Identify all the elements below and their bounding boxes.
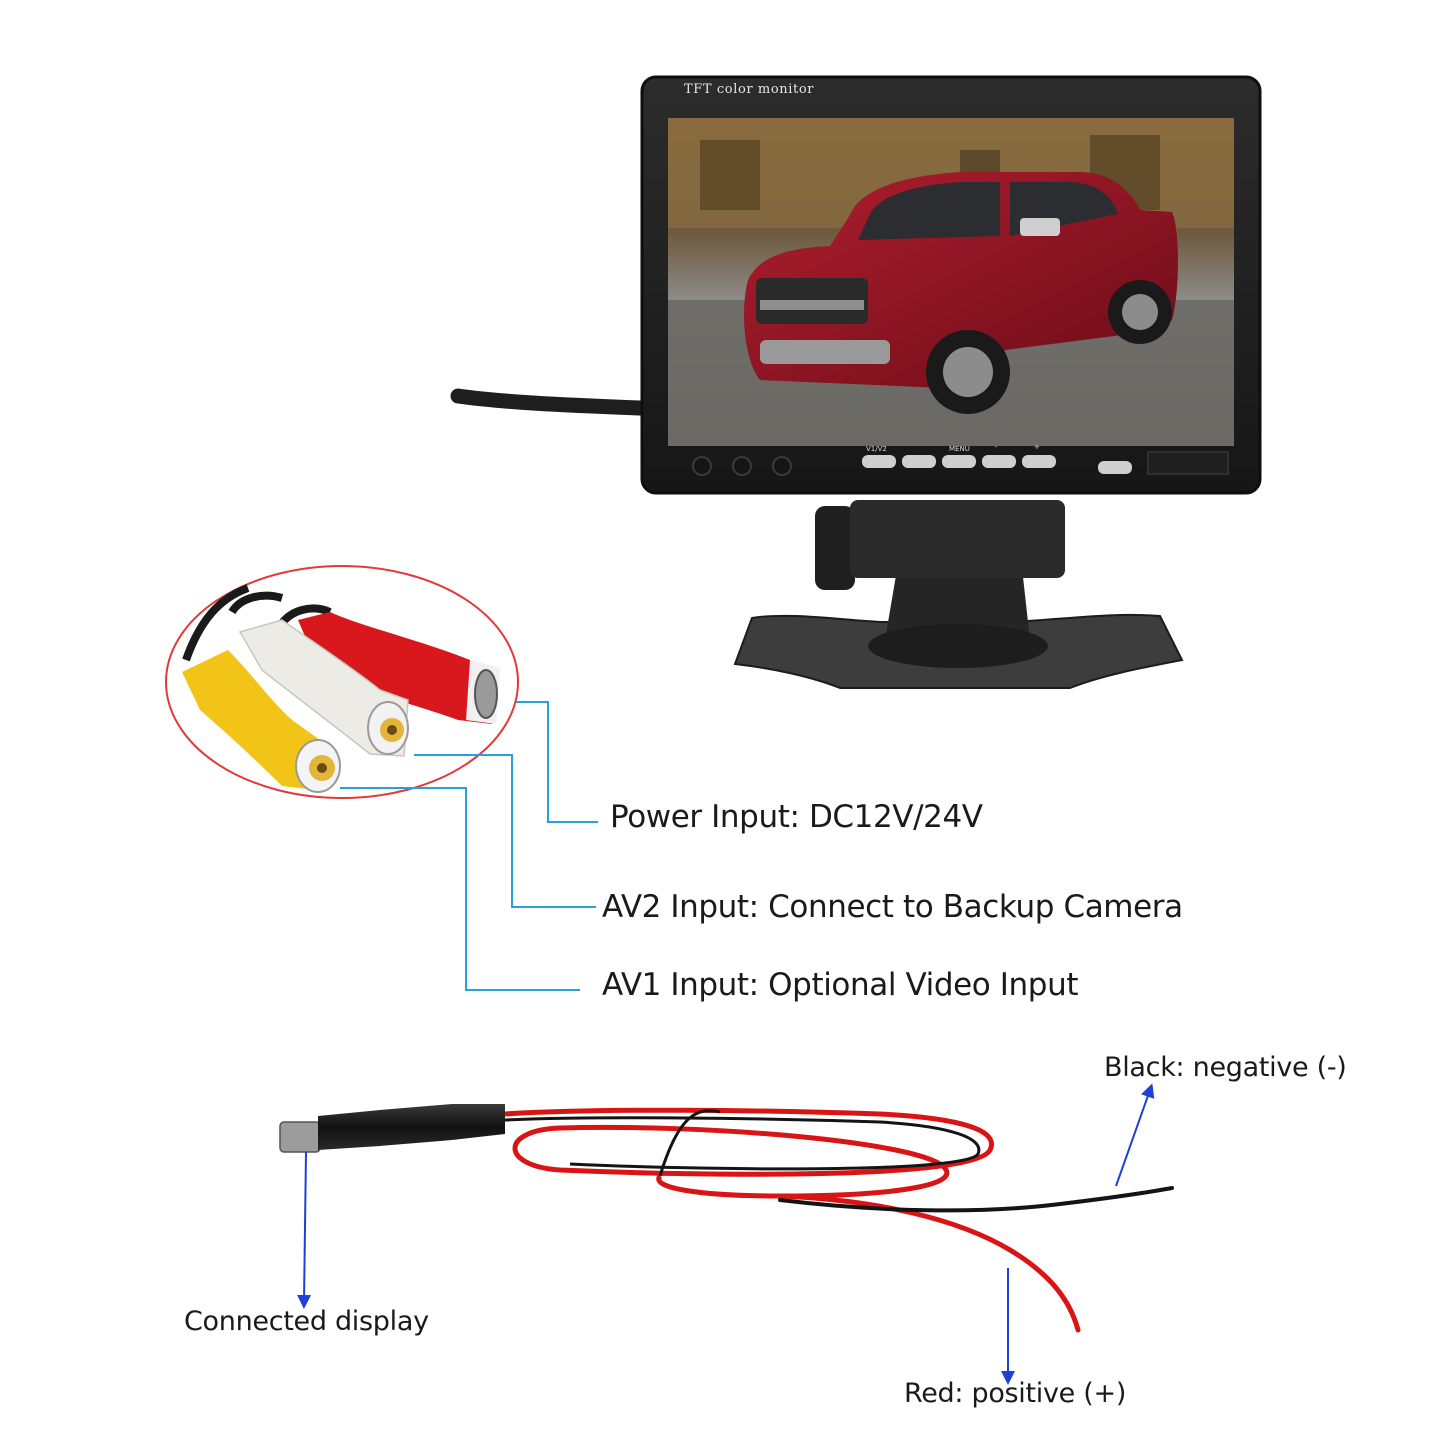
dc-plug-body — [318, 1104, 505, 1150]
monitor-title: TFT color monitor — [684, 82, 815, 97]
monitor-tilt-knob — [815, 506, 855, 590]
rca-connectors — [165, 565, 519, 799]
label-av2-input: AV2 Input: Connect to Backup Camera — [602, 889, 1183, 925]
leader-lines — [340, 701, 598, 991]
monitor — [450, 75, 1262, 689]
monitor-cable — [450, 388, 648, 416]
power-cable — [279, 1104, 1174, 1333]
wire-red-tail — [777, 1193, 1081, 1333]
monitor-button-minus — [982, 455, 1016, 468]
leader-line-av2 — [414, 754, 596, 908]
dc-plug-tip — [279, 1121, 321, 1153]
leader-line-power — [516, 701, 598, 823]
monitor-button-source — [902, 455, 936, 468]
callout-arrows — [297, 1083, 1155, 1385]
wire-black-tail — [778, 1186, 1174, 1213]
label-power-input: Power Input: DC12V/24V — [610, 799, 983, 835]
monitor-button-power — [1098, 461, 1132, 474]
rca-red-plug — [298, 612, 500, 724]
arrow-black-negative — [1115, 1083, 1155, 1187]
monitor-button-label: + — [1034, 443, 1040, 451]
rca-yellow-plug — [182, 650, 341, 793]
label-av1-input: AV1 Input: Optional Video Input — [602, 967, 1079, 1003]
monitor-button-label: MENU — [949, 445, 970, 453]
monitor-button-plus — [1022, 455, 1056, 468]
monitor-button-menu — [942, 455, 976, 468]
monitor-button-label: V1/V2 — [866, 445, 887, 453]
rca-white-plug — [238, 619, 409, 757]
leader-line-av1 — [340, 787, 580, 991]
arrow-connected-display — [297, 1151, 312, 1309]
monitor-button-label: - — [995, 443, 998, 451]
truck-image — [744, 172, 1178, 414]
label-red-positive: Red: positive (+) — [904, 1378, 1127, 1409]
monitor-button-v1v2 — [862, 455, 896, 468]
label-black-negative: Black: negative (-) — [1104, 1052, 1347, 1083]
label-connected-display: Connected display — [184, 1306, 429, 1337]
